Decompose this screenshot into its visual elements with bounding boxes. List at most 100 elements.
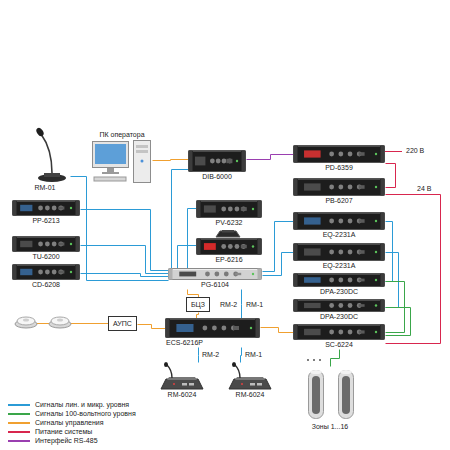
console-base — [229, 379, 271, 389]
mic-head — [35, 127, 45, 137]
rack-device: EP-6216 — [196, 230, 262, 264]
console-base — [161, 379, 203, 389]
voltage-label: 24 В — [416, 184, 432, 193]
ellipsis-dot — [319, 359, 321, 361]
front-slot — [359, 152, 365, 156]
rack-ear — [256, 319, 260, 338]
device-picture — [293, 145, 385, 163]
rack-chassis — [197, 239, 262, 255]
device-picture — [196, 230, 262, 255]
legend-row: Сигналы управления — [8, 418, 137, 427]
mic-gooseneck — [235, 365, 240, 378]
front-slot — [233, 326, 239, 330]
front-display — [304, 248, 321, 255]
front-slot — [235, 273, 241, 275]
control-knob — [212, 326, 217, 331]
control-knob — [210, 159, 215, 164]
front-display — [20, 241, 32, 247]
rack-ear — [242, 151, 246, 172]
speaker-grille — [312, 376, 320, 414]
detector-wire — [37, 323, 49, 324]
rack-device: DPA-230DC — [293, 273, 385, 296]
front-slot — [241, 245, 247, 248]
control-knob — [45, 242, 50, 247]
device-picture — [293, 212, 385, 230]
signal-wire — [241, 348, 242, 363]
rack-ear — [76, 237, 80, 252]
signal-wire — [261, 328, 294, 333]
monitor-stand — [107, 168, 114, 172]
control-knob — [329, 219, 334, 224]
rack-highlight — [298, 179, 380, 180]
mic-base-top — [44, 173, 60, 177]
rack-ear — [381, 274, 385, 287]
rack-device: PP-6213 — [12, 200, 80, 225]
device-picture — [158, 362, 206, 390]
legend-swatch — [8, 440, 30, 442]
signal-wire — [153, 160, 189, 161]
control-knob — [241, 207, 246, 212]
status-led — [70, 207, 72, 209]
signal-wire — [263, 253, 294, 276]
front-slot — [359, 304, 365, 307]
rack-highlight — [17, 265, 75, 266]
mic-gooseneck — [41, 134, 52, 173]
signal-wire — [188, 209, 197, 269]
device-label: PD-6359 — [324, 163, 354, 172]
front-display — [304, 277, 321, 283]
rack-chassis — [294, 213, 385, 230]
rack-device: PD-6359 — [293, 145, 385, 172]
legend-row: Сигналы лин. и микр. уровня — [8, 400, 137, 409]
rack-chassis — [294, 274, 385, 287]
speaker-top — [310, 370, 322, 374]
legend: Сигналы лин. и микр. уровняСигналы 100-в… — [8, 400, 137, 445]
control-knob — [348, 303, 353, 308]
status-led — [375, 220, 377, 222]
mic-console: RM-6024 — [226, 362, 274, 399]
signal-wire — [263, 222, 294, 272]
rack-ear — [13, 237, 17, 252]
speaker-body — [309, 371, 324, 419]
control-knob — [348, 219, 353, 224]
status-led — [70, 243, 72, 245]
front-slot — [58, 242, 64, 245]
detector-body — [51, 317, 69, 325]
device-picture — [20, 127, 70, 183]
control-knob — [221, 244, 226, 249]
control-knob — [38, 270, 43, 275]
signal-wire — [241, 290, 242, 319]
control-knob — [214, 272, 219, 277]
control-knob — [338, 303, 343, 308]
rack-highlight — [298, 213, 380, 214]
rack-ear — [13, 265, 17, 280]
rack-ear — [169, 269, 173, 280]
rack-device: DIB-6000 — [188, 150, 246, 181]
drive-bay — [136, 145, 148, 148]
rack-ear — [381, 179, 385, 196]
status-led — [252, 273, 254, 275]
device-label: PV-6232 — [215, 218, 244, 227]
control-knob — [241, 244, 246, 249]
front-display — [20, 205, 32, 211]
ellipsis-dot — [307, 359, 309, 361]
signal-wire — [81, 274, 169, 277]
control-knob — [348, 330, 353, 335]
smoke-detector — [49, 317, 71, 328]
rack-device: TU-6200 — [12, 236, 80, 261]
front-display — [176, 324, 193, 332]
front-display — [179, 272, 196, 277]
legend-swatch — [8, 413, 30, 415]
legend-text: Сигналы управления — [34, 418, 105, 427]
box-label: БЦЗ — [190, 300, 206, 309]
signal-wire — [71, 177, 169, 281]
detector-top — [23, 319, 29, 322]
rack-device: PB-6207 — [293, 178, 385, 205]
front-slot — [58, 206, 64, 209]
front-slot — [58, 270, 64, 273]
front-display — [304, 217, 321, 224]
port-label: RM-1 — [245, 300, 264, 309]
rack-chassis — [294, 300, 385, 312]
device-picture — [92, 139, 152, 184]
mic-head — [164, 362, 168, 367]
